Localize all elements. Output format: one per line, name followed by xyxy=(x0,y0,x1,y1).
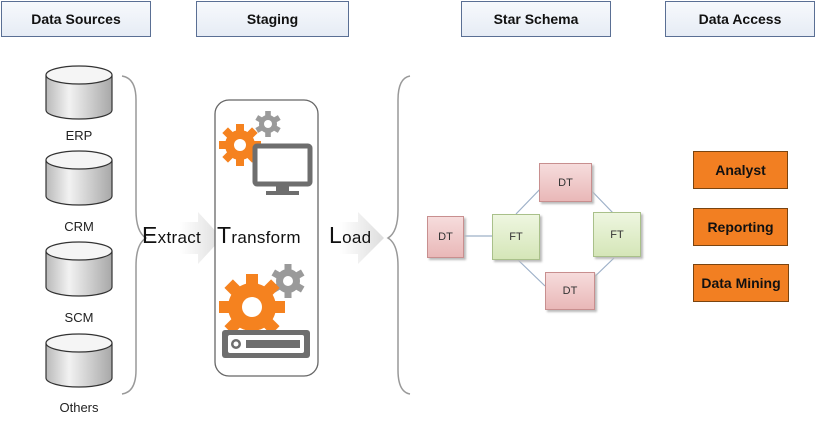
server-icon xyxy=(222,330,310,358)
header-staging: Staging xyxy=(196,1,349,37)
fact-table-right: FT xyxy=(593,212,641,257)
source-label-crm: CRM xyxy=(64,219,94,234)
load-initial: L xyxy=(329,222,343,248)
extract-initial: E xyxy=(142,222,158,248)
transform-initial: T xyxy=(217,222,232,248)
access-data-mining: Data Mining xyxy=(693,264,789,302)
etl-load: Load xyxy=(329,222,371,249)
header-data-access: Data Access xyxy=(665,1,815,37)
arrow-icon xyxy=(340,212,384,264)
source-label-erp: ERP xyxy=(65,128,93,143)
access-reporting: Reporting xyxy=(693,208,788,246)
arrow-icon xyxy=(180,212,222,264)
header-star-schema: Star Schema xyxy=(461,1,611,37)
database-icon xyxy=(45,150,113,206)
database-icon xyxy=(45,333,113,388)
dimension-table-top: DT xyxy=(539,163,592,202)
dimension-table-bottom: DT xyxy=(545,272,595,310)
transform-rest: ransform xyxy=(231,228,301,247)
load-rest: oad xyxy=(342,228,372,247)
dimension-table-left: DT xyxy=(427,216,464,258)
access-analyst: Analyst xyxy=(693,151,788,189)
source-label-scm: SCM xyxy=(64,310,94,325)
etl-transform: Transform xyxy=(217,222,301,249)
database-icon xyxy=(45,65,113,120)
etl-extract: Extract xyxy=(142,222,201,249)
extract-rest: xtract xyxy=(157,228,202,247)
monitor-icon xyxy=(252,143,313,195)
database-icon xyxy=(45,241,113,297)
gear-icon xyxy=(271,264,305,298)
brace-icon xyxy=(386,75,411,395)
header-data-sources: Data Sources xyxy=(1,1,151,37)
gear-icon xyxy=(255,111,281,137)
brace-icon xyxy=(121,75,148,395)
source-label-others: Others xyxy=(59,400,99,415)
fact-table-left: FT xyxy=(492,214,540,260)
